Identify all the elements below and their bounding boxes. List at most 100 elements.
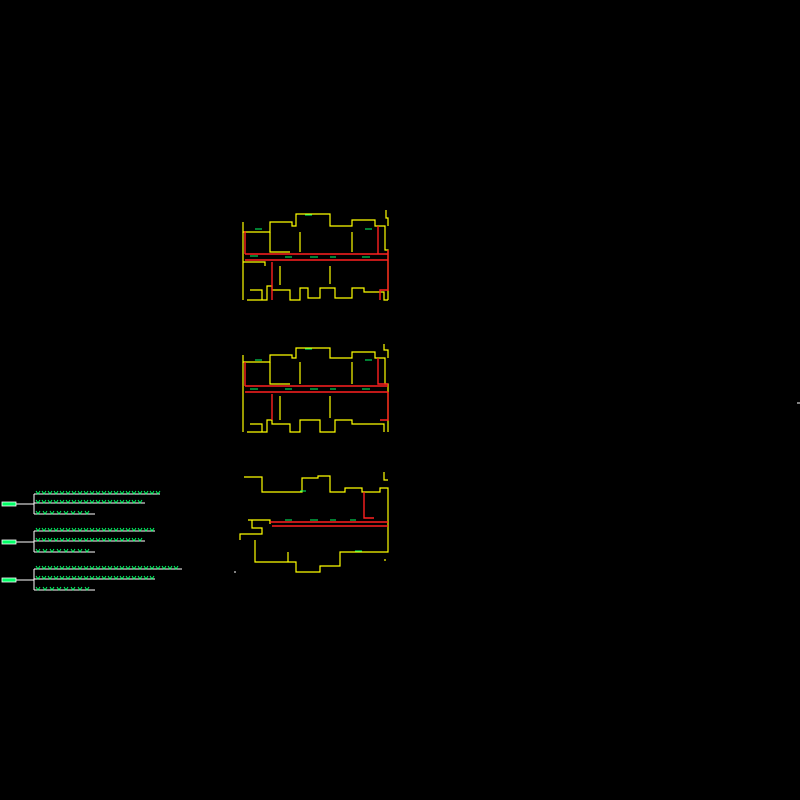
outlet-mark bbox=[95, 575, 101, 580]
outlet-mark bbox=[107, 527, 113, 532]
outlet-mark bbox=[143, 490, 149, 495]
outlet-mark bbox=[149, 575, 155, 580]
outlet-mark bbox=[101, 537, 107, 542]
outlet-mark bbox=[41, 499, 47, 504]
outlet-mark bbox=[107, 499, 113, 504]
outlet-mark bbox=[84, 510, 90, 515]
outlet-mark bbox=[77, 586, 83, 591]
outlet-mark bbox=[47, 565, 53, 570]
outlet-mark bbox=[83, 537, 89, 542]
outlet-mark bbox=[53, 527, 59, 532]
outlet-mark bbox=[161, 565, 167, 570]
outlet-mark bbox=[41, 537, 47, 542]
outlet-mark bbox=[56, 510, 62, 515]
outlet-mark bbox=[149, 565, 155, 570]
outlet-mark bbox=[59, 575, 65, 580]
outlet-mark bbox=[47, 499, 53, 504]
outlet-mark bbox=[56, 548, 62, 553]
outlet-mark bbox=[42, 586, 48, 591]
outlet-mark bbox=[83, 499, 89, 504]
outlet-mark bbox=[113, 537, 119, 542]
outlet-mark bbox=[35, 527, 41, 532]
outlet-mark bbox=[35, 490, 41, 495]
outlet-mark bbox=[77, 527, 83, 532]
legend-row-2 bbox=[1, 527, 155, 553]
outlet-mark bbox=[53, 499, 59, 504]
outlet-mark bbox=[77, 490, 83, 495]
outlet-mark bbox=[137, 575, 143, 580]
outlet-mark bbox=[77, 537, 83, 542]
outlet-mark bbox=[49, 510, 55, 515]
outlet-mark bbox=[65, 537, 71, 542]
outlet-mark bbox=[137, 499, 143, 504]
outlet-mark bbox=[70, 510, 76, 515]
outlet-mark bbox=[42, 548, 48, 553]
outlet-mark bbox=[70, 548, 76, 553]
outlet-mark bbox=[137, 565, 143, 570]
outlet-mark bbox=[35, 537, 41, 542]
outlet-mark bbox=[89, 490, 95, 495]
outlet-mark bbox=[71, 490, 77, 495]
outlet-mark bbox=[155, 490, 161, 495]
outlet-mark bbox=[77, 510, 83, 515]
outlet-mark bbox=[53, 490, 59, 495]
outlet-mark bbox=[35, 510, 41, 515]
outlet-mark bbox=[53, 575, 59, 580]
outlet-mark bbox=[173, 565, 179, 570]
outlet-mark bbox=[113, 527, 119, 532]
outlet-mark bbox=[107, 537, 113, 542]
outlet-mark bbox=[77, 575, 83, 580]
outlet-mark bbox=[47, 575, 53, 580]
outlet-mark bbox=[89, 565, 95, 570]
outlet-mark bbox=[83, 490, 89, 495]
outlet-mark bbox=[63, 548, 69, 553]
outlet-mark bbox=[131, 565, 137, 570]
outlet-mark bbox=[95, 565, 101, 570]
outlet-mark bbox=[41, 490, 47, 495]
outlet-mark bbox=[119, 575, 125, 580]
outlet-mark bbox=[143, 575, 149, 580]
outlet-mark bbox=[71, 527, 77, 532]
outlet-mark bbox=[49, 548, 55, 553]
outlet-mark bbox=[149, 527, 155, 532]
outlet-mark bbox=[35, 548, 41, 553]
outlet-mark bbox=[35, 586, 41, 591]
outlet-mark bbox=[143, 565, 149, 570]
outlet-mark bbox=[107, 490, 113, 495]
outlet-mark bbox=[119, 527, 125, 532]
outlet-mark bbox=[49, 586, 55, 591]
outlet-mark bbox=[59, 499, 65, 504]
outlet-mark bbox=[131, 527, 137, 532]
outlet-mark bbox=[125, 499, 131, 504]
outlet-mark bbox=[95, 499, 101, 504]
outlet-mark bbox=[137, 537, 143, 542]
outlet-mark bbox=[89, 575, 95, 580]
outlet-mark bbox=[101, 499, 107, 504]
outlet-mark bbox=[119, 537, 125, 542]
floor-plan-lower bbox=[234, 472, 389, 573]
outlet-mark bbox=[41, 527, 47, 532]
outlet-mark bbox=[119, 490, 125, 495]
outlet-mark bbox=[59, 490, 65, 495]
outlet-mark bbox=[95, 490, 101, 495]
outlet-mark bbox=[84, 548, 90, 553]
outlet-mark bbox=[71, 565, 77, 570]
outlet-mark bbox=[167, 565, 173, 570]
outlet-mark bbox=[65, 575, 71, 580]
outlet-mark bbox=[83, 575, 89, 580]
outlet-mark bbox=[113, 565, 119, 570]
outlet-mark bbox=[95, 527, 101, 532]
outlet-mark bbox=[125, 490, 131, 495]
outlet-mark bbox=[143, 527, 149, 532]
outlet-mark bbox=[84, 586, 90, 591]
outlet-mark bbox=[83, 527, 89, 532]
outlet-mark bbox=[77, 548, 83, 553]
outlet-mark bbox=[137, 490, 143, 495]
outlet-mark bbox=[107, 575, 113, 580]
outlet-mark bbox=[65, 527, 71, 532]
outlet-mark bbox=[113, 490, 119, 495]
outlet-mark bbox=[125, 537, 131, 542]
outlet-mark bbox=[101, 490, 107, 495]
outlet-mark bbox=[137, 527, 143, 532]
